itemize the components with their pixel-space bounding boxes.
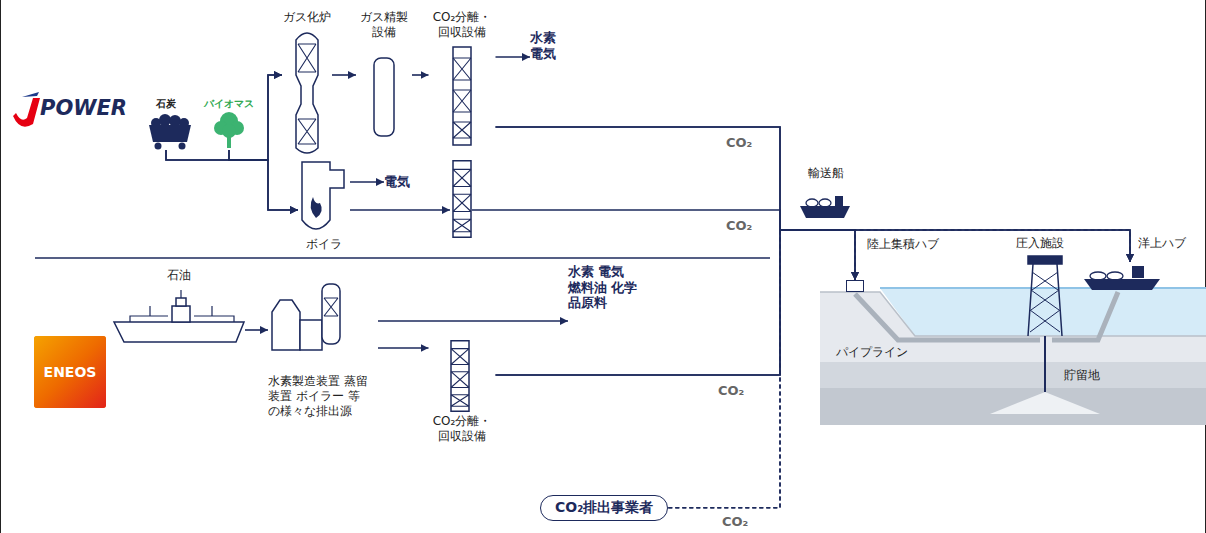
transport-ship <box>800 196 850 218</box>
flow-arrow <box>378 347 429 349</box>
separator-line <box>35 257 770 259</box>
node-label: 洋上ハブ <box>1138 236 1186 251</box>
purifier-vessel <box>374 58 394 136</box>
capture-column <box>453 161 471 237</box>
node-label: 水素 電気 <box>530 30 562 61</box>
refinery-units: 水素製造装置 蒸留装置 ボイラー 等の様々な排出源 <box>268 283 378 419</box>
node-label: 輸送船 <box>808 166 844 181</box>
injection-rig <box>1028 256 1062 392</box>
biomass-icon <box>214 112 244 148</box>
jpower-mark <box>13 92 40 127</box>
co2-capture-unit: CO₂分離・ 回収設備 <box>429 338 496 444</box>
transport-ship: 輸送船 <box>800 166 852 220</box>
onshore-hub: 陸上集積ハブ <box>846 280 864 292</box>
flow-arrow <box>350 209 450 211</box>
offshore-hub: 洋上ハブ <box>1082 262 1160 290</box>
refinery-units <box>272 284 340 350</box>
co2-emitter-box: CO₂排出事業者 <box>540 495 668 521</box>
capture-column <box>453 47 471 145</box>
company-logo: ENEOS <box>34 336 106 408</box>
biomass-icon: バイオマス <box>202 98 256 150</box>
node-label: 石炭 <box>156 98 176 111</box>
coal-icon: 石炭 <box>140 98 192 150</box>
boiler-icon <box>302 162 344 229</box>
output-list: 水素 電気 <box>530 30 562 61</box>
gasifier: ガス化炉 <box>282 10 332 158</box>
oil-tanker: 石油 <box>112 268 245 343</box>
part-label: 貯留地 <box>1064 368 1100 382</box>
oil-tanker <box>114 290 244 342</box>
flow-arrow <box>496 56 531 58</box>
offshore-hub-ship <box>1084 266 1160 290</box>
flow-arrow <box>166 75 282 160</box>
eneos-logo-ground <box>34 336 106 408</box>
node-label: CO₂分離・ 回収設備 <box>430 414 495 444</box>
gas-purifier: ガス精製 設備 <box>356 10 412 138</box>
storage-cross-section <box>820 288 1206 425</box>
co2-line <box>496 230 1131 375</box>
node-label: 石油 <box>167 268 191 283</box>
gasifier-vessel <box>296 33 318 153</box>
node-label: CO₂分離・ 回収設備 <box>430 10 495 40</box>
flow-arrow <box>412 74 429 76</box>
node-label: ガス精製 設備 <box>357 10 411 40</box>
output-list: 電気 <box>384 174 410 190</box>
flow-arrow <box>166 150 298 210</box>
node-label: 圧入施設 <box>1016 236 1064 251</box>
capture-column <box>451 341 469 412</box>
output-list: 水素 電気 燃料油 化学品原料 <box>568 264 639 311</box>
co2-capture-unit: CO₂分離・ 回収設備 <box>429 10 496 148</box>
coal-icon <box>149 114 191 150</box>
company-logo: POWER <box>40 96 127 121</box>
node-label: 水素製造装置 蒸留装置 ボイラー 等の様々な排出源 <box>268 374 370 419</box>
flow-arrow <box>378 320 568 322</box>
node-label: バイオマス <box>204 98 254 111</box>
co2-label: CO₂ <box>722 514 748 530</box>
flow-arrow <box>332 74 356 76</box>
co2-line <box>668 230 855 508</box>
co2-line <box>496 127 856 280</box>
node-label: ガス化炉 <box>283 10 331 25</box>
co2-label: CO₂ <box>726 135 752 151</box>
node-label: 陸上集積ハブ <box>867 237 939 252</box>
injection-facility: 圧入施設 <box>1010 236 1070 336</box>
part-label: パイプライン <box>836 345 908 359</box>
co2-label: CO₂ <box>718 383 744 399</box>
flow-arrow <box>229 150 298 210</box>
node-label: CO₂排出事業者 <box>555 499 653 517</box>
flow-arrow <box>350 181 384 183</box>
boiler: ボイラ <box>298 158 350 252</box>
co2-label: CO₂ <box>726 218 752 234</box>
node-label: ボイラ <box>306 237 342 252</box>
co2-line <box>496 230 856 375</box>
flow-arrow <box>245 329 268 331</box>
node-label: 電気 <box>384 174 410 190</box>
flow-arrow <box>229 75 282 160</box>
co2-line <box>496 127 1131 262</box>
node-label: 水素 電気 燃料油 化学品原料 <box>568 264 639 311</box>
co2-line <box>668 230 1130 508</box>
